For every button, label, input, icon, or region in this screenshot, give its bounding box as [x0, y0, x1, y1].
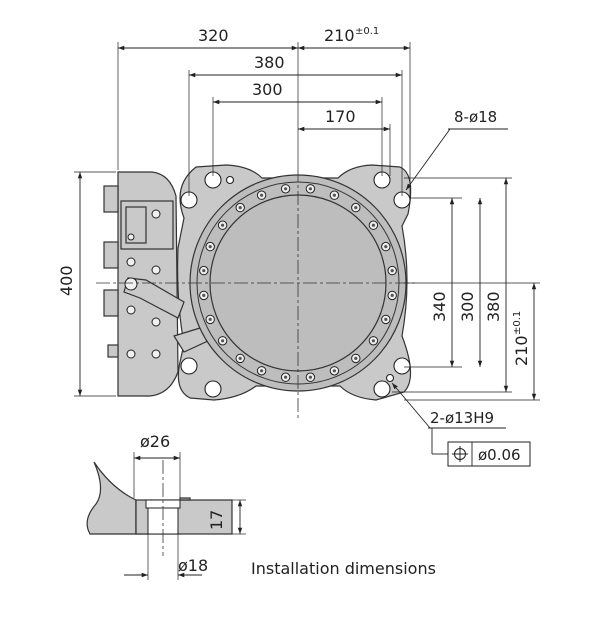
label-210-right: 210 [512, 335, 531, 366]
label-340: 340 [430, 291, 449, 322]
tolerance-value: ø0.06 [478, 446, 521, 464]
disc-bolt-center [221, 339, 225, 343]
housing-bolt [126, 349, 136, 359]
tolerance-frame: ø0.06 [431, 428, 531, 467]
disc-bolt-center [354, 356, 358, 360]
housing-bolt [126, 305, 136, 315]
housing-bolts [126, 209, 161, 359]
disc-bolt-center [202, 269, 206, 273]
label-320: 320 [198, 26, 229, 45]
connector-block-4 [107, 344, 119, 358]
connector-block-2 [103, 241, 119, 269]
label-300-right: 300 [458, 291, 477, 322]
label-380-top: 380 [254, 53, 285, 72]
disc-bolt-circle [199, 184, 397, 382]
disc-bolt-center [260, 193, 264, 197]
disc-bolt-center [371, 339, 375, 343]
installation-detail: ø26 ø18 17 Installation dimensions [86, 432, 436, 580]
disc-bolt-center [208, 245, 212, 249]
leader-8-holes-arrow [405, 128, 451, 191]
disc-bolt-center [390, 269, 394, 273]
leader-2-holes-arrow [391, 382, 431, 429]
dimension-labels: 320 210 ±0.1 380 300 170 400 340 300 380… [57, 26, 531, 427]
disc-bolt-center [238, 356, 242, 360]
mounting-hole [373, 380, 391, 398]
disc-bolt-center [384, 317, 388, 321]
housing-bolt [151, 349, 161, 359]
disc-bolt-center [260, 369, 264, 373]
pin-hole [225, 175, 235, 185]
label-8-holes: 8-ø18 [454, 108, 497, 126]
disc-bolt-center [384, 245, 388, 249]
disc-bolt-center [308, 187, 312, 191]
label-2-holes: 2-ø13H9 [430, 409, 494, 427]
housing-bolt [126, 257, 136, 267]
pin-hole [385, 373, 395, 383]
label-depth: 17 [207, 510, 226, 530]
housing-bolt [151, 265, 161, 275]
disc-bolt-center [208, 317, 212, 321]
housing-bolt [151, 317, 161, 327]
disc-bolt-center [332, 369, 336, 373]
detail-section [86, 461, 137, 535]
label-400: 400 [57, 265, 76, 296]
disc-bolt-center [284, 187, 288, 191]
position-symbol-icon [452, 446, 468, 462]
disc-bolt-center [390, 293, 394, 297]
disc-bolt-center [308, 375, 312, 379]
mounting-holes [180, 171, 411, 398]
disc-bolt-center [371, 223, 375, 227]
disc-bolt-center [238, 206, 242, 210]
disc-bolt-center [221, 223, 225, 227]
connector-block-1 [103, 185, 119, 213]
disc-bolt-center [354, 206, 358, 210]
label-170: 170 [325, 107, 356, 126]
label-210-top: 210 [324, 26, 355, 45]
housing-bolt [127, 233, 135, 241]
disc-bolt-center [284, 375, 288, 379]
housing-bolt [151, 209, 161, 219]
arm-pivot [124, 277, 138, 291]
dimension-lines [77, 45, 537, 400]
disc-bolt-center [202, 293, 206, 297]
connector-block-3 [103, 289, 119, 317]
link-arm [123, 277, 185, 319]
extension-lines [74, 42, 540, 401]
label-380-right: 380 [484, 291, 503, 322]
center-lines [96, 168, 418, 420]
label-210-right-tol: ±0.1 [512, 311, 523, 335]
mounting-hole [180, 357, 198, 375]
detail-caption: Installation dimensions [251, 559, 436, 578]
detail-tab [179, 497, 191, 501]
leader-lines [391, 128, 508, 429]
label-counterbore: ø26 [140, 432, 170, 451]
mounting-hole [204, 380, 222, 398]
label-300-top: 300 [252, 80, 283, 99]
label-210-top-tol: ±0.1 [355, 26, 379, 37]
mounting-hole [393, 357, 411, 375]
disc-bolt-center [332, 193, 336, 197]
label-hole: ø18 [178, 556, 208, 575]
